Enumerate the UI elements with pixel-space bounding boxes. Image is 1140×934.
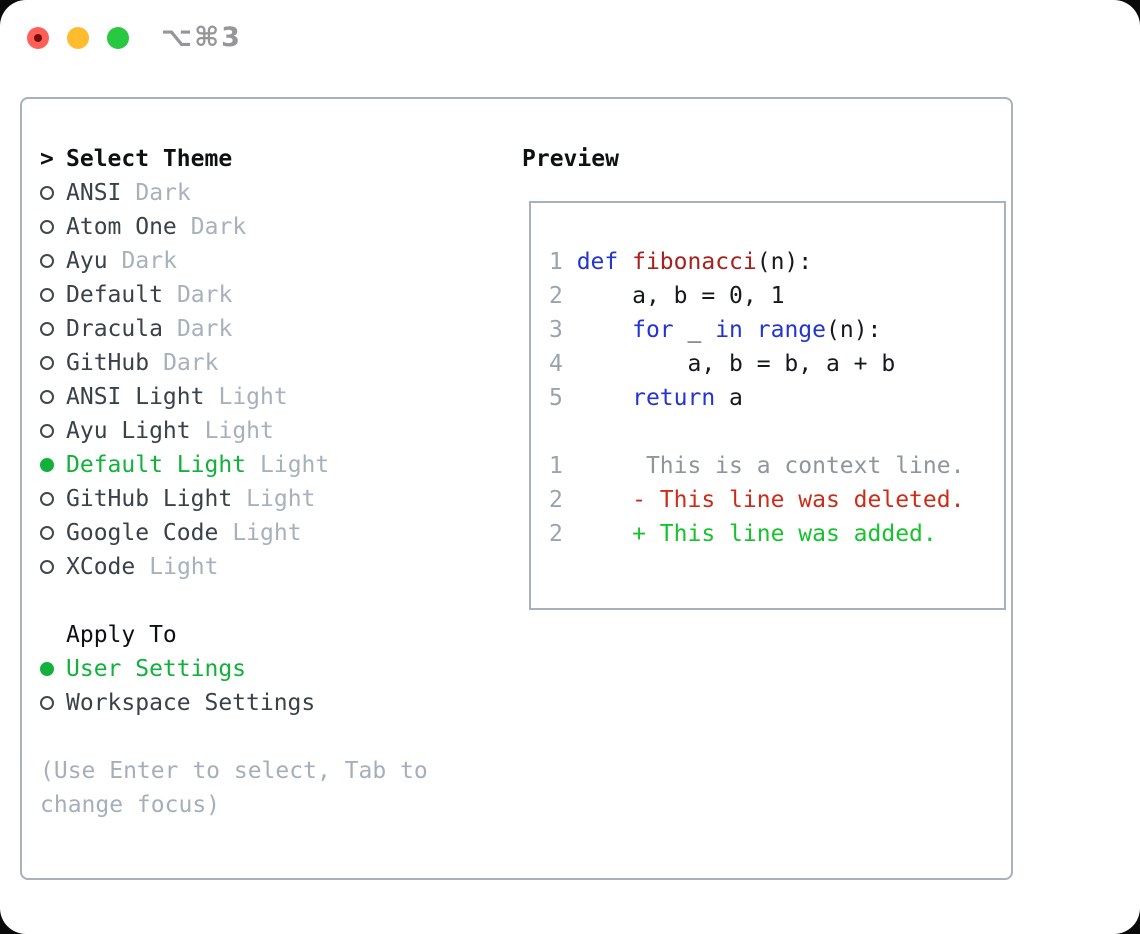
apply-option-workspace-settings[interactable]: Workspace Settings (40, 686, 470, 720)
preview-title: Preview (522, 146, 619, 172)
radio-icon (40, 288, 54, 302)
theme-option-xcode[interactable]: XCode Light (40, 550, 470, 584)
theme-name: Ayu (66, 248, 108, 274)
code-line: 2 a, b = 0, 1 (549, 283, 785, 309)
select-theme-title: Select Theme (66, 146, 233, 172)
theme-option-default-light[interactable]: Default Light Light (40, 448, 470, 482)
radio-icon (40, 424, 54, 438)
theme-variant-label: Dark (135, 180, 191, 206)
radio-slot (40, 288, 66, 302)
radio-icon (40, 526, 54, 540)
theme-option-ayu[interactable]: Ayu Dark (40, 244, 470, 278)
code-line: 4 a, b = b, a + b (549, 351, 896, 377)
theme-variant-label: Dark (163, 350, 219, 376)
code-line (549, 415, 1004, 449)
theme-option-google-code[interactable]: Google Code Light (40, 516, 470, 550)
titlebar: ⌥⌘3 (27, 22, 242, 53)
radio-icon (40, 390, 54, 404)
radio-icon (40, 356, 54, 370)
radio-slot (40, 492, 66, 506)
apply-to-title: Apply To (66, 622, 177, 648)
close-button[interactable] (27, 27, 49, 49)
radio-selected-icon (40, 458, 54, 472)
unsaved-changes-dot-icon (34, 34, 42, 42)
theme-name: ANSI (66, 180, 122, 206)
radio-slot (40, 526, 66, 540)
theme-name: Ayu Light (66, 418, 191, 444)
theme-option-atom-one[interactable]: Atom One Dark (40, 210, 470, 244)
theme-variant-label: Light (218, 384, 288, 410)
theme-name: GitHub Light (66, 486, 233, 512)
radio-icon (40, 322, 54, 336)
preview-box: 1 def fibonacci(n): 2 a, b = 0, 1 3 for _ … (529, 201, 1006, 610)
radio-slot (40, 662, 66, 676)
theme-name: XCode (66, 554, 136, 580)
apply-option-label: User Settings (66, 656, 247, 682)
theme-name: Default Light (66, 452, 247, 478)
radio-slot (40, 696, 66, 710)
keyboard-shortcut-label: ⌥⌘3 (161, 22, 242, 53)
theme-name: ANSI Light (66, 384, 205, 410)
theme-option-default[interactable]: Default Dark (40, 278, 470, 312)
theme-variant-label: Light (149, 554, 219, 580)
radio-selected-icon (40, 662, 54, 676)
radio-icon (40, 254, 54, 268)
radio-slot (40, 254, 66, 268)
theme-name: Default (66, 282, 163, 308)
theme-option-ayu-light[interactable]: Ayu Light Light (40, 414, 470, 448)
theme-variant-label: Light (232, 520, 302, 546)
radio-icon (40, 492, 54, 506)
radio-slot (40, 322, 66, 336)
theme-variant-label: Dark (176, 282, 233, 308)
theme-name: Dracula (66, 316, 163, 342)
radio-icon (40, 560, 54, 574)
focus-prompt-icon: > (40, 146, 54, 172)
radio-slot (40, 424, 66, 438)
radio-slot (40, 220, 66, 234)
radio-slot (40, 356, 66, 370)
code-line: 5 return a (549, 385, 743, 411)
code-line: 1 def fibonacci(n): (549, 249, 813, 275)
theme-option-ansi-light[interactable]: ANSI Light Light (40, 380, 470, 414)
radio-slot (40, 390, 66, 404)
preview-column: Preview 1 def fibonacci(n): 2 a, b = 0, 1… (509, 142, 1006, 610)
code-line: 1 This is a context line. (549, 453, 965, 479)
radio-slot (40, 458, 66, 472)
code-preview: 1 def fibonacci(n): 2 a, b = 0, 1 3 for _ … (549, 245, 1004, 551)
theme-name: GitHub (66, 350, 150, 376)
apply-option-user-settings[interactable]: User Settings (40, 652, 470, 686)
code-line: 2 + This line was added. (549, 521, 937, 547)
radio-slot (40, 186, 66, 200)
apply-option-label: Workspace Settings (66, 690, 316, 716)
apply-to-header-row: Apply To (40, 618, 470, 652)
theme-variant-label: Dark (176, 316, 233, 342)
theme-variant-label: Light (204, 418, 274, 444)
radio-icon (40, 696, 54, 710)
radio-icon (40, 220, 54, 234)
radio-icon (40, 186, 54, 200)
select-theme-header-row: > Select Theme (40, 142, 470, 176)
theme-variant-label: Dark (121, 248, 177, 274)
theme-option-github[interactable]: GitHub Dark (40, 346, 470, 380)
theme-variant-label: Light (246, 486, 316, 512)
theme-name: Google Code (66, 520, 219, 546)
theme-variant-label: Light (260, 452, 330, 478)
minimize-button[interactable] (67, 27, 89, 49)
theme-option-github-light[interactable]: GitHub Light Light (40, 482, 470, 516)
zoom-button[interactable] (107, 27, 129, 49)
code-line: 3 for _ in range(n): (549, 317, 882, 343)
theme-option-dracula[interactable]: Dracula Dark (40, 312, 470, 346)
theme-variant-label: Dark (190, 214, 247, 240)
theme-option-ansi[interactable]: ANSI Dark (40, 176, 470, 210)
help-text: (Use Enter to select, Tab to change focu… (40, 758, 428, 818)
radio-slot (40, 560, 66, 574)
theme-name: Atom One (66, 214, 177, 240)
code-line: 2 - This line was deleted. (549, 487, 965, 513)
